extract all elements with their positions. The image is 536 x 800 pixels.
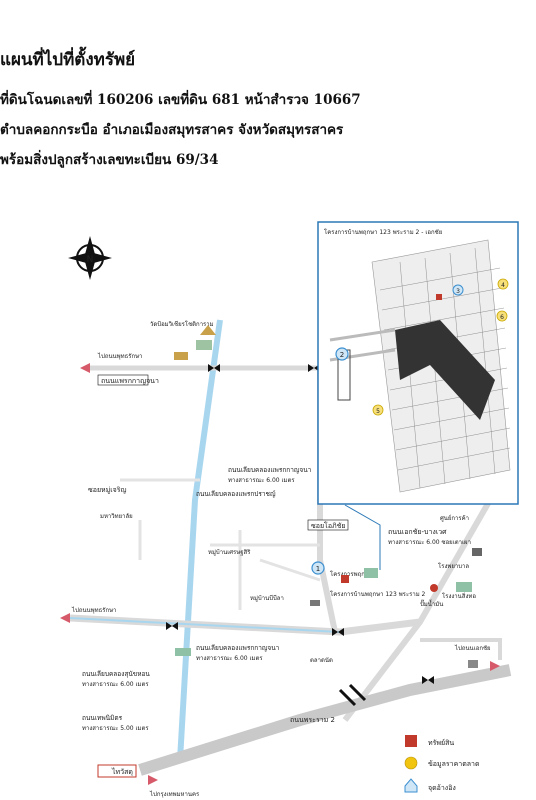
intersection-icon bbox=[308, 364, 320, 372]
deed-info: ที่ดินโฉนดเลขที่ 160206 เลขที่ดิน 681 หน… bbox=[0, 92, 361, 108]
building-icon bbox=[364, 568, 378, 578]
reference-marker-icon bbox=[311, 561, 325, 575]
fuel-label: ปั๊มน้ำมัน bbox=[420, 598, 443, 608]
inset-dark-block bbox=[395, 320, 495, 420]
canal-road-label: ถนนเลียบคลองแพรกกาญจนา bbox=[228, 466, 312, 474]
direction-arrow-icon bbox=[490, 661, 500, 671]
building-icon bbox=[456, 582, 472, 592]
building-icon bbox=[175, 648, 191, 656]
right-road-label: ถนนเอกชัย-บางเวศ bbox=[388, 528, 447, 536]
dest-label: ไปถนนพุทธรักษา bbox=[97, 352, 142, 360]
building-icon bbox=[310, 600, 320, 606]
intersection-icon bbox=[332, 628, 344, 636]
bottom-dest-label: ไปกรุงเทพมหานคร bbox=[149, 790, 200, 798]
bottom-left-width: ทางสาธารณะ 5.00 เมตร bbox=[82, 725, 149, 732]
bottom-left-label: ถนนเทพนิมิตร bbox=[82, 714, 123, 722]
legend-info-icon bbox=[404, 756, 418, 770]
road-right-diagonal bbox=[342, 498, 493, 722]
soi-main-label: ซอยโอภิชัย bbox=[311, 521, 346, 530]
legend-label: จุดอ้างอิง bbox=[428, 784, 456, 792]
mid-canal-width: ทางสาธารณะ 6.00 เมตร bbox=[196, 655, 263, 662]
inset-caption: โครงการบ้านพฤกษา 123 พระราม 2 - เอกชัย bbox=[324, 228, 442, 236]
map-title: แผนที่ไปที่ตั้งทรัพย์ bbox=[0, 50, 136, 70]
store-label: ไทวัสดุ bbox=[111, 767, 133, 776]
lower-left-width: ทางสาธารณะ 6.00 เมตร bbox=[82, 681, 149, 688]
temple-label: วัดป้อมวิเชียรโชติการาม bbox=[150, 320, 214, 328]
legend: ทรัพย์สิน ข้อมูลราคาตลาด จุดอ้างอิง bbox=[404, 735, 480, 793]
svg-text:4: 4 bbox=[501, 282, 505, 289]
north-arrow-icon: N bbox=[68, 236, 112, 280]
direction-arrow-icon bbox=[148, 775, 158, 785]
canal-line bbox=[177, 319, 223, 761]
building-info: พร้อมสิ่งปลูกสร้างเลขทะเบียน 69/34 bbox=[0, 152, 219, 168]
legend-label: ข้อมูลราคาตลาด bbox=[428, 760, 480, 768]
canal-road-width: ทางสาธารณะ 6.00 เมตร bbox=[228, 477, 295, 484]
mid-dest-label: ไปถนนพุทธรักษา bbox=[71, 606, 116, 614]
village-1-label: หมู่บ้านเศรษฐสิริ bbox=[208, 549, 251, 556]
legend-label: ทรัพย์สิน bbox=[428, 739, 454, 747]
intersection-icon bbox=[208, 364, 220, 372]
hospital-label: โรงพยาบาล bbox=[438, 562, 469, 570]
legend-property-icon bbox=[405, 735, 417, 747]
mid-canal-label: ถนนเลียบคลองแพรกกาญจนา bbox=[196, 644, 280, 652]
canal-road-2-label: ถนนเลียบคลองแพรกปราชญ์ bbox=[196, 490, 276, 498]
svg-text:2: 2 bbox=[340, 351, 344, 359]
svg-text:6: 6 bbox=[500, 314, 504, 321]
road-label-top: ถนนแพรกกาญจนา bbox=[101, 377, 159, 385]
village-2-label: หมู่บ้านบีบีลา bbox=[250, 594, 284, 602]
direction-arrow-icon bbox=[60, 613, 70, 623]
svg-text:5: 5 bbox=[376, 408, 380, 415]
school-label: มหาวิทยาลัย bbox=[100, 513, 133, 520]
inset-map: โครงการบ้านพฤกษา 123 พระราม 2 - เอกชัย 2… bbox=[317, 221, 519, 505]
building-icon bbox=[174, 352, 188, 360]
shop-label: ศูนย์การค้า bbox=[440, 514, 469, 522]
soi-left-label: ซอยหมู่เจริญ bbox=[88, 486, 127, 494]
marker-label: 1 bbox=[316, 565, 320, 573]
village-3-label: โครงการพฤกษา bbox=[330, 570, 372, 578]
intersection-icon bbox=[422, 676, 434, 684]
lower-left-label: ถนนเลียบคลองสุนัขหอน bbox=[82, 670, 150, 678]
building-icon bbox=[472, 548, 482, 556]
factory-label: โรงงานสิ่งทอ bbox=[442, 592, 476, 600]
fuel-icon bbox=[430, 584, 438, 592]
building-icon bbox=[196, 340, 212, 350]
highway-label: ถนนพระราม 2 bbox=[290, 716, 335, 724]
location-info: ตำบลคอกกระบือ อำเภอเมืองสมุทรสาคร จังหวั… bbox=[0, 122, 344, 138]
right-road-width: ทางสาธารณะ 6.00 ซอยเตาเผา bbox=[388, 539, 471, 546]
right-dest-label: ไปถนนเอกชัย bbox=[454, 644, 491, 652]
legend-point-icon bbox=[404, 778, 418, 793]
property-marker-icon bbox=[341, 575, 349, 583]
compass-letter: N bbox=[87, 255, 94, 265]
svg-text:3: 3 bbox=[456, 288, 460, 295]
direction-arrow-icon bbox=[80, 363, 90, 373]
temple-icon bbox=[200, 325, 216, 335]
intersection-icon bbox=[166, 622, 178, 630]
building-icon bbox=[468, 660, 478, 668]
market-label: ตลาดนัด bbox=[310, 657, 333, 664]
village-4-label: โครงการบ้านพฤกษา 123 พระราม 2 bbox=[330, 590, 426, 598]
